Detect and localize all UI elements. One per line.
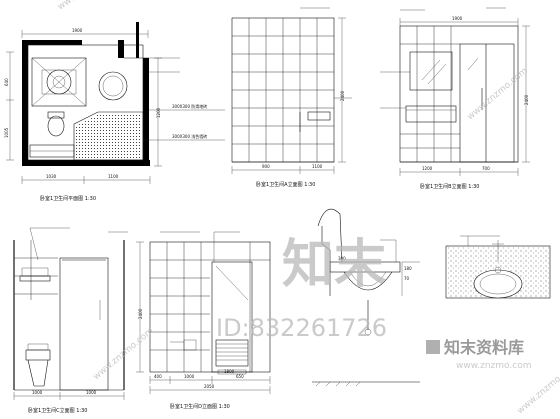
elev-b-dim-1: 1200 [422,166,433,171]
elev-d-dim-2: 1000 [184,374,195,379]
watermark-site-cn: 知末 [282,235,386,295]
elev-d-dim-total: 2050 [204,384,215,389]
elev-a-dim-2: 1100 [312,164,323,169]
elev-a-dim-right: 2400 [340,90,345,101]
elev-a-caption: 卧室1卫生间A立面图 1:30 [256,181,315,188]
elev-c-dim-1: 1000 [32,390,43,395]
bathroom-floor-plan: 1900 640 1005 [4,22,225,202]
elev-c-caption: 卧室1卫生间C立面图 1:30 [28,407,88,414]
elevation-a-tiles [232,18,334,162]
elevation-c: 1000 1000 卧室1卫生间C立面图 1:30 [13,227,128,414]
plan-dim-bottom-1: 1030 [46,174,57,179]
plan-caption: 卧室1卫生间平面图 1:30 [40,195,96,202]
detail-dim-1: 300 [338,256,346,261]
plan-dim-right: 1200 [156,107,161,118]
elevation-a: 900 1100 2400 卧室1卫生间A立面图 1:30 [231,7,352,188]
elevation-b-tiles [400,26,460,162]
elev-a-dim-1: 900 [262,164,270,169]
basin-section-detail: 300 180 70 [312,208,420,387]
plan-note-2: 300X300 浅色墙砖 [172,133,207,139]
detail-dim-2: 180 [404,266,412,271]
elevation-d-tiles [150,242,270,372]
plan-dim-left-1: 640 [4,78,9,86]
elevation-d: 1800 2400 400 1000 650 2050 卧室1卫生间D立面图 1… [136,231,271,410]
plan-dim-left-2: 1005 [4,127,9,138]
elev-b-caption: 卧室1卫生间B立面图 1:30 [420,183,479,190]
elevation-b: 1900 1200 700 [380,7,530,190]
elev-d-caption: 卧室1卫生间D立面图 1:30 [170,403,230,410]
elev-d-door-label: 1800 [224,369,235,374]
watermark-diagonal-2: www.znzmo.com [466,66,530,122]
watermark-logo: 知末资料库 www.znzmo.com [426,338,531,371]
watermark-logo-text: 知末资料库 [444,338,524,357]
watermark-diagonal-1: www.znzmo.com [56,0,124,12]
counter-sink-detail [445,235,551,299]
detail-dim-3: 70 [404,276,410,281]
elev-b-dim-2: 700 [482,166,490,171]
elev-b-dim-right: 2400 [524,94,529,105]
plan-dim-top: 1900 [72,28,83,33]
elev-d-dim-left: 2400 [138,308,143,319]
plan-note-1: 300X300 防滑地砖 [172,103,207,109]
elev-b-dim-top: 1900 [452,16,463,21]
elev-c-dim-2: 1000 [86,390,97,395]
elevation-c-tiles [14,240,58,300]
elev-d-dim-1: 400 [154,374,162,379]
watermark-id: ID:832261726 [216,314,387,342]
watermark-layer: 知末 ID:832261726 知末资料库 www.znzmo.com www.… [56,0,560,416]
watermark-url: www.znzmo.com [456,361,531,371]
shower-tray-hatch [73,111,144,161]
plan-dim-bottom-2: 1100 [108,174,119,179]
elev-d-dim-3: 650 [236,374,244,379]
